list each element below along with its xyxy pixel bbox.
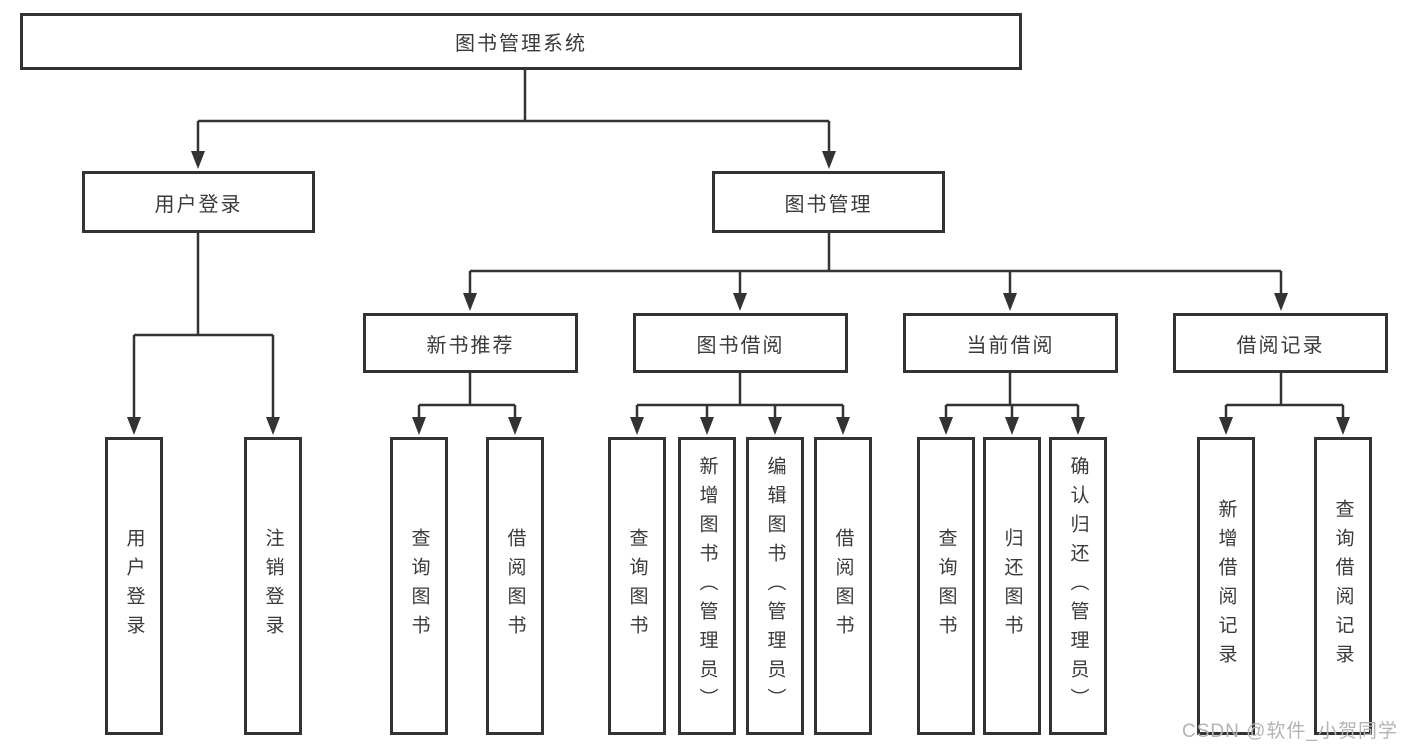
- node-library-management-system: 图书管理系统: [20, 13, 1022, 70]
- node-new-book-recommendation: 新书推荐: [363, 313, 578, 373]
- node-borrowing-records: 借阅记录: [1173, 313, 1388, 373]
- node-current-borrowing: 当前借阅: [903, 313, 1118, 373]
- leaf-borrowing-query-books: 查询图书: [608, 437, 666, 735]
- leaf-recommend-borrow-books: 借阅图书: [486, 437, 544, 735]
- watermark: CSDN @软件_小贺同学: [1182, 721, 1398, 742]
- leaf-edit-book-admin: 编辑图书（管理员）: [746, 437, 804, 735]
- leaf-return-books: 归还图书: [983, 437, 1041, 735]
- leaf-borrowing-borrow-books: 借阅图书: [814, 437, 872, 735]
- leaf-current-query-books: 查询图书: [917, 437, 975, 735]
- leaf-logout: 注销登录: [244, 437, 302, 735]
- node-book-borrowing: 图书借阅: [633, 313, 848, 373]
- leaf-add-book-admin: 新增图书（管理员）: [678, 437, 736, 735]
- leaf-recommend-query-books: 查询图书: [390, 437, 448, 735]
- leaf-add-borrow-record: 新增借阅记录: [1197, 437, 1255, 735]
- node-user-login: 用户登录: [82, 171, 315, 233]
- leaf-query-borrow-record: 查询借阅记录: [1314, 437, 1372, 735]
- node-book-management: 图书管理: [712, 171, 945, 233]
- leaf-confirm-return-admin: 确认归还（管理员）: [1049, 437, 1107, 735]
- leaf-user-login: 用户登录: [105, 437, 163, 735]
